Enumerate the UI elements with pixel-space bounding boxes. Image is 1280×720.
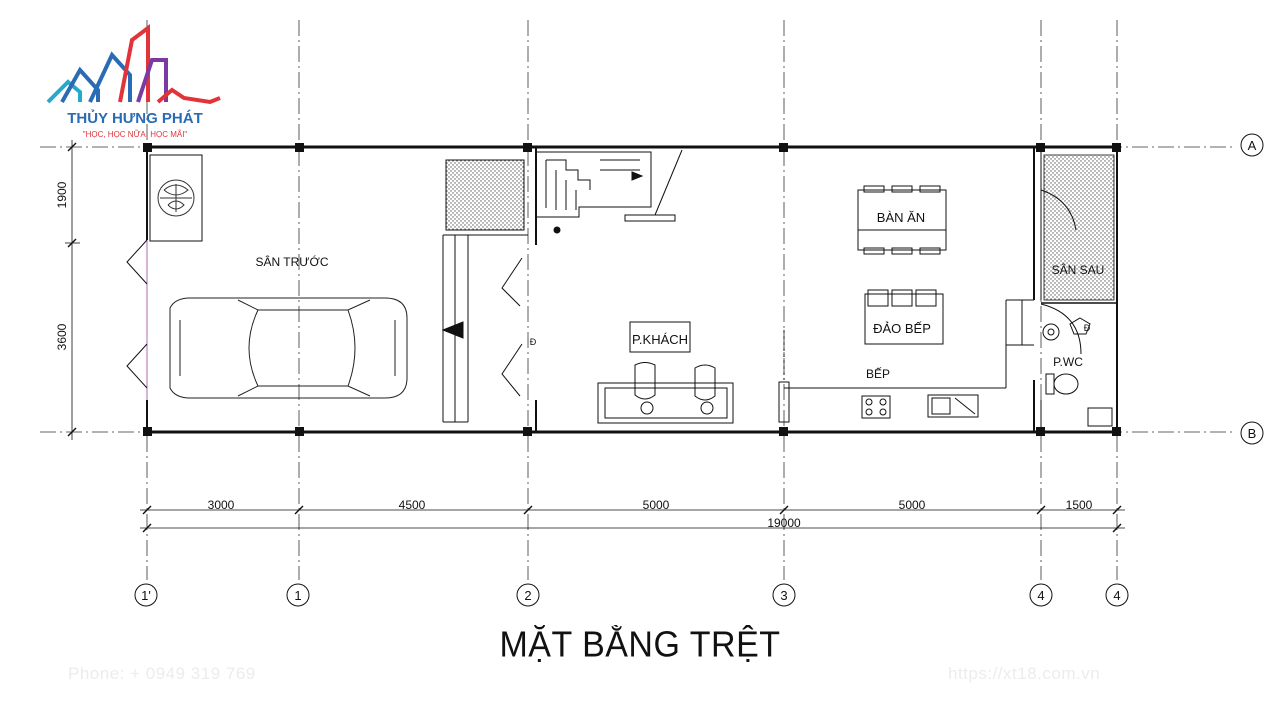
grid-col-1p: 1' bbox=[141, 588, 151, 603]
label-kitchen-island: ĐẢO BẾP bbox=[873, 321, 931, 336]
dim-3: 5000 bbox=[643, 498, 670, 512]
door-mark-wc: Đ bbox=[1084, 323, 1091, 333]
svg-text:"HỌC, HỌC NỮA, HỌC MÃI": "HỌC, HỌC NỮA, HỌC MÃI" bbox=[83, 130, 188, 139]
label-front-yard: SÂN TRƯỚC bbox=[256, 254, 329, 269]
horizontal-dimensions bbox=[140, 505, 1125, 533]
grid-row-b: B bbox=[1248, 426, 1257, 441]
svg-text:THỦY HƯNG PHÁT: THỦY HƯNG PHÁT bbox=[67, 109, 203, 127]
dim-vertical-2: 3600 bbox=[55, 323, 69, 350]
dim-vertical-1: 1900 bbox=[55, 181, 69, 208]
dim-5: 1500 bbox=[1066, 498, 1093, 512]
door-mark-front: Đ bbox=[530, 337, 537, 347]
grid-row-a: A bbox=[1248, 138, 1257, 153]
dim-1: 3000 bbox=[208, 498, 235, 512]
entry-steps bbox=[441, 234, 528, 423]
label-wc: P.WC bbox=[1053, 355, 1083, 369]
drawing-title: MẶT BẰNG TRỆT bbox=[499, 625, 781, 665]
brand-logo: THỦY HƯNG PHÁT "HỌC, HỌC NỮA, HỌC MÃI" bbox=[40, 20, 230, 150]
entry-doors bbox=[126, 239, 523, 397]
grid-col-1: 1 bbox=[294, 588, 301, 603]
dim-total: 19000 bbox=[767, 516, 801, 530]
kitchen-island bbox=[864, 289, 944, 345]
living-furniture bbox=[597, 321, 734, 424]
kitchen-fixtures bbox=[778, 330, 979, 423]
watermark-phone: Phone: + 0949 319 769 bbox=[68, 664, 256, 683]
grid-col-3: 3 bbox=[780, 588, 787, 603]
dim-4: 5000 bbox=[899, 498, 926, 512]
hatched-planter-front bbox=[445, 159, 525, 231]
staircase bbox=[536, 149, 683, 234]
grid-col-4b: 4 bbox=[1113, 588, 1120, 603]
hatched-yard-back bbox=[1043, 154, 1115, 301]
grid-col-2: 2 bbox=[524, 588, 531, 603]
walls bbox=[146, 145, 1118, 434]
columns bbox=[143, 143, 1121, 436]
house-skyline-icon: THỦY HƯNG PHÁT "HỌC, HỌC NỮA, HỌC MÃI" bbox=[46, 24, 221, 139]
label-dining: BÀN ĂN bbox=[877, 210, 925, 225]
label-living-room: P.KHÁCH bbox=[632, 332, 688, 347]
car bbox=[169, 297, 408, 399]
label-kitchen: BẾP bbox=[866, 366, 890, 381]
dining-set bbox=[857, 185, 947, 255]
vertical-dimensions bbox=[65, 140, 80, 440]
dim-2: 4500 bbox=[399, 498, 426, 512]
planter-box bbox=[149, 154, 203, 242]
wc-fixtures bbox=[1040, 189, 1113, 430]
watermark-url: https://xt18.com.vn bbox=[948, 664, 1101, 683]
grid-bubbles bbox=[134, 133, 1264, 607]
label-back-yard: SÂN SAU bbox=[1052, 262, 1105, 277]
grid-col-4a: 4 bbox=[1037, 588, 1044, 603]
